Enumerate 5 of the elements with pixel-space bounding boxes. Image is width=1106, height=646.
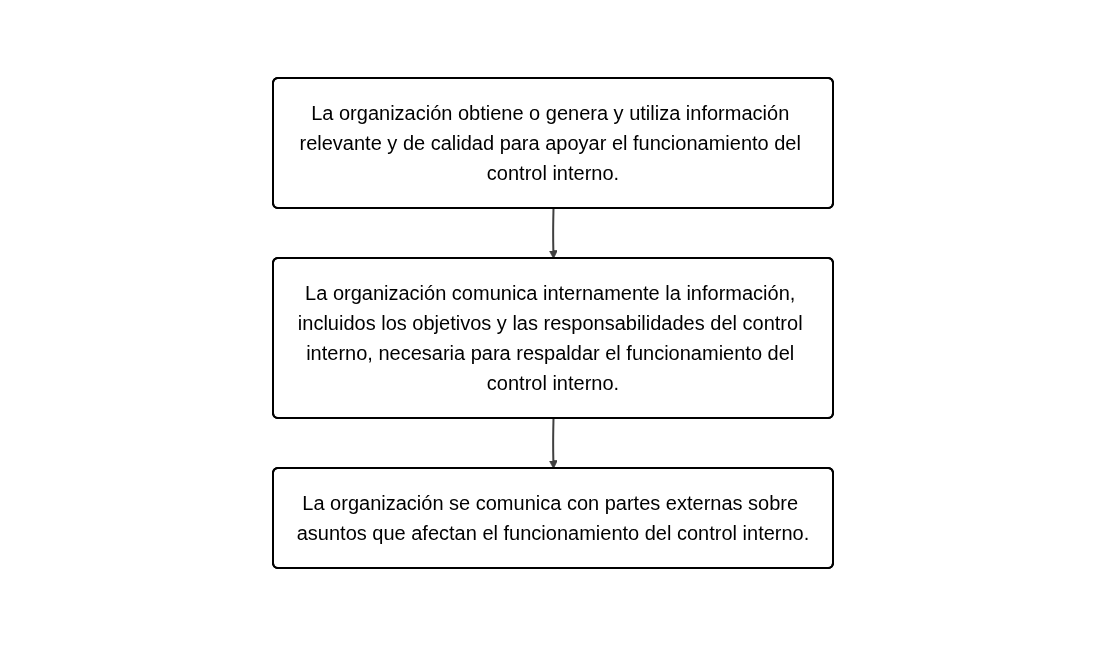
node-text: La organización obtiene o genera y utiliza información relevante y de calidad para apoyar el funcionamiento del control interno. bbox=[299, 102, 801, 184]
node-text: La organización se comunica con partes externas sobre asuntos que afectan el funcionamiento del control interno. bbox=[296, 492, 810, 544]
arrow bbox=[548, 207, 558, 259]
node-text: La organización comunica internamente la información, incluidos los objetivos y las responsabilidades del control interno, necesaria para respaldar el funcionamiento del control interno. bbox=[297, 282, 803, 394]
arrow bbox=[548, 417, 558, 469]
